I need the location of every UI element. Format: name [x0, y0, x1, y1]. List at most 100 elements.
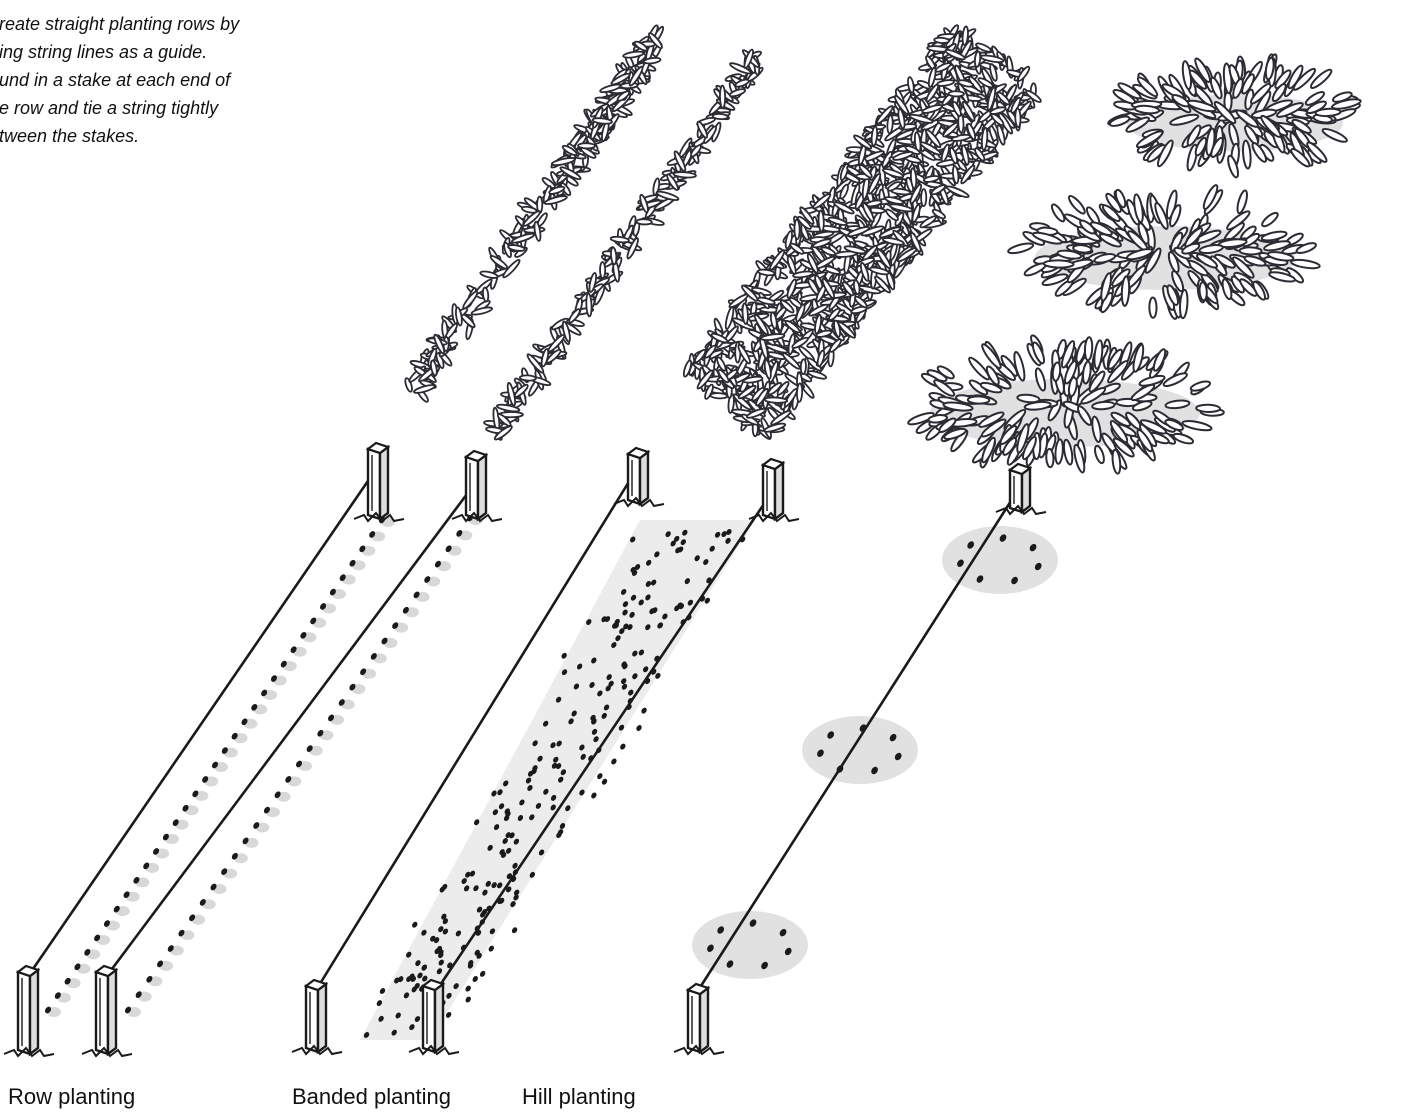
- leaf: [937, 79, 955, 87]
- guide-string: [692, 490, 1018, 1000]
- leaf: [921, 189, 926, 206]
- leaf: [1093, 340, 1103, 369]
- band-seed: [610, 757, 618, 765]
- band-seed: [601, 778, 609, 786]
- leaf: [471, 306, 493, 316]
- leaf: [1295, 241, 1317, 255]
- stake-face: [1010, 470, 1022, 512]
- band-seed: [464, 985, 472, 993]
- leaf: [710, 393, 727, 399]
- leaf: [968, 396, 990, 404]
- band-seed: [471, 975, 479, 983]
- leaf: [610, 247, 617, 264]
- leaf: [520, 375, 536, 381]
- band-seed: [640, 707, 648, 715]
- hill-plant-bush: [1107, 53, 1361, 178]
- leaf: [482, 287, 489, 301]
- leaf: [948, 91, 964, 96]
- leaf: [1046, 449, 1054, 468]
- stake-face: [763, 465, 775, 519]
- band-seed: [511, 926, 519, 934]
- leaf: [794, 220, 800, 240]
- band-seed: [635, 724, 643, 732]
- wooden-stake: [674, 984, 724, 1054]
- guide-string: [100, 490, 470, 985]
- wooden-stake: [82, 966, 132, 1056]
- band-seed: [619, 743, 627, 751]
- leaf: [800, 359, 806, 374]
- caption-row-planting: Row planting: [8, 1083, 135, 1111]
- leaf: [1182, 419, 1212, 432]
- stake-face: [423, 986, 435, 1052]
- caption-banded-planting: Banded planting: [292, 1083, 451, 1111]
- leaf: [586, 293, 592, 316]
- leaf: [1196, 404, 1220, 412]
- stake-side: [640, 452, 648, 504]
- stake-side: [108, 970, 116, 1054]
- wooden-stake: [292, 980, 342, 1054]
- leaf: [1291, 258, 1321, 269]
- leaf: [1149, 297, 1156, 317]
- leaf: [1067, 194, 1087, 216]
- leaf: [763, 359, 772, 379]
- stake-face: [688, 990, 700, 1052]
- leaf: [818, 210, 824, 231]
- note-line-1: reate straight planting rows by: [0, 14, 239, 34]
- leaf: [1044, 260, 1074, 268]
- leaf: [1084, 337, 1092, 360]
- band-seed: [596, 772, 604, 780]
- leaf: [1109, 115, 1131, 128]
- leaf: [974, 51, 981, 67]
- leaf: [1260, 211, 1279, 229]
- note-line-2: ing string lines as a guide.: [0, 42, 207, 62]
- stake-face: [628, 454, 640, 504]
- leaf: [720, 85, 726, 108]
- stake-face: [96, 972, 108, 1054]
- leaf: [1239, 247, 1261, 255]
- band-seed: [590, 791, 598, 799]
- stake-side: [1022, 468, 1030, 512]
- stake-side: [318, 984, 326, 1052]
- leaf: [742, 303, 749, 324]
- instruction-note: reate straight planting rows by ing stri…: [0, 10, 299, 150]
- hill-mound: [692, 911, 808, 979]
- band-seed: [479, 970, 487, 978]
- leaf: [887, 115, 893, 133]
- caption-hill-planting: Hill planting: [522, 1083, 636, 1111]
- leaf: [600, 262, 605, 278]
- leaf: [1007, 242, 1034, 256]
- stake-side: [478, 455, 486, 519]
- note-line-4: e row and tie a string tightly: [0, 98, 218, 118]
- band-seed: [464, 996, 472, 1004]
- leaf: [1050, 203, 1067, 223]
- band-seed: [411, 921, 419, 929]
- wooden-stake: [614, 448, 664, 506]
- leaf: [1190, 380, 1211, 393]
- leaf: [934, 37, 949, 43]
- shade-layer: [47, 515, 1058, 1040]
- stake-face: [368, 449, 380, 519]
- wooden-stake: [354, 443, 404, 521]
- leaf: [1199, 282, 1208, 301]
- stake-face: [466, 457, 478, 519]
- wooden-stake: [996, 464, 1046, 514]
- stake-side: [775, 463, 783, 519]
- wooden-stake: [749, 459, 799, 521]
- hill-plant-bush: [907, 334, 1224, 474]
- note-line-3: und in a stake at each end of: [0, 70, 230, 90]
- leaf: [1093, 445, 1106, 464]
- stake-side: [380, 447, 388, 519]
- stake-face: [18, 972, 30, 1054]
- hill-plant-bush: [1007, 184, 1320, 320]
- leaf: [1179, 290, 1188, 319]
- hill-mound: [802, 716, 918, 784]
- guide-string: [22, 478, 370, 985]
- leaf: [578, 143, 595, 149]
- leaf: [910, 168, 917, 189]
- stake-face: [306, 986, 318, 1052]
- leaf: [764, 397, 787, 403]
- foliage-layer: [404, 24, 1362, 474]
- stake-side: [700, 988, 708, 1052]
- note-line-5: tween the stakes.: [0, 126, 139, 146]
